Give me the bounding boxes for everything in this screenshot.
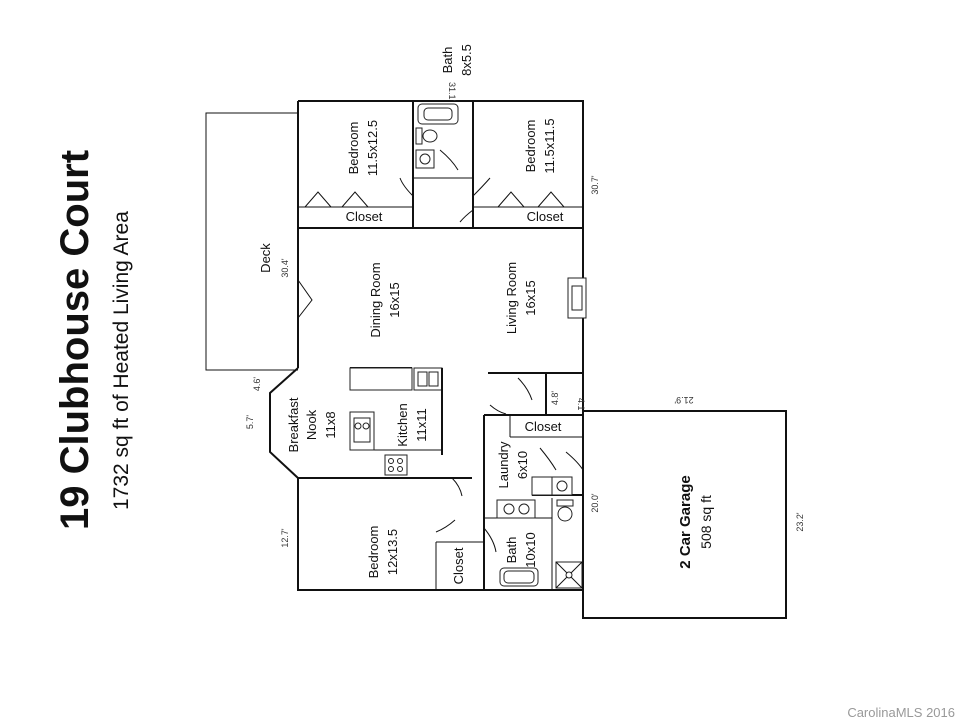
dim-5-7: 5.7' xyxy=(245,415,255,430)
closet-laundry-label: Closet xyxy=(525,419,562,434)
dim-30-7: 30.7' xyxy=(590,175,600,195)
garage-area: 508 sq ft xyxy=(698,495,714,549)
dim-4-6: 4.6' xyxy=(252,377,262,392)
closet-right-label: Closet xyxy=(527,209,564,224)
closet-left-label: Closet xyxy=(346,209,383,224)
kitchen-label: Kitchen xyxy=(395,403,410,446)
living-dining xyxy=(350,277,587,374)
bedroom-right-label: Bedroom xyxy=(523,120,538,173)
dining-label: Dining Room xyxy=(368,262,383,337)
bedroom-right-size: 11.5x11.5 xyxy=(542,118,557,173)
bath-bottom-label: Bath xyxy=(504,537,519,564)
bedroom-bottom-label: Bedroom xyxy=(366,526,381,579)
dim-4-8: 4.8' xyxy=(550,391,560,406)
bath-top-fixtures: 31.1' xyxy=(415,82,459,169)
bedroom-left-label: Bedroom xyxy=(346,122,361,175)
garage: 21.9' 20.0' 23.2' 2 Car Garage 508 sq ft xyxy=(582,395,805,619)
bath-top-size: 8x5.5 xyxy=(459,44,474,76)
living-label: Living Room xyxy=(504,262,519,334)
house-outline xyxy=(269,100,584,591)
dim-12-7: 12.7' xyxy=(280,528,290,548)
laundry-area: 4.8' 4.1' xyxy=(483,377,586,590)
nook-label-2: Nook xyxy=(304,409,319,440)
deck-label: Deck xyxy=(258,243,273,273)
bedroom-left-size: 11.5x12.5 xyxy=(365,120,380,176)
laundry-size: 6x10 xyxy=(515,451,530,479)
watermark: CarolinaMLS 2016 xyxy=(847,705,955,720)
deck: Deck 30.4' xyxy=(205,112,313,371)
nook-label-1: Breakfast xyxy=(286,397,301,452)
nook-size: 11x8 xyxy=(323,411,338,438)
bottom-rooms xyxy=(435,498,583,590)
dining-size: 16x15 xyxy=(387,282,402,317)
dim-21-9: 21.9' xyxy=(674,395,694,405)
dim-23-2: 23.2' xyxy=(795,512,805,532)
kitchen-area xyxy=(298,367,472,497)
plan-subtitle: 1732 sq ft of Heated Living Area xyxy=(110,211,133,510)
living-size: 16x15 xyxy=(523,280,538,315)
plan-title: 19 Clubhouse Court xyxy=(53,150,97,530)
bath-bottom-size: 10x10 xyxy=(523,532,538,567)
dim-30-4: 30.4' xyxy=(280,258,290,278)
laundry-label: Laundry xyxy=(496,441,511,488)
dim-4-1: 4.1' xyxy=(576,398,586,413)
kitchen-size: 11x11 xyxy=(414,408,429,442)
dim-31-1: 31.1' xyxy=(447,82,457,102)
top-rooms xyxy=(298,101,583,229)
garage-label: 2 Car Garage xyxy=(677,475,694,568)
bedroom-bottom-size: 12x13.5 xyxy=(385,529,400,575)
bath-top-label: Bath xyxy=(440,47,455,74)
dim-20-0: 20.0' xyxy=(590,493,600,513)
closet-bottom-label: Closet xyxy=(451,547,466,584)
